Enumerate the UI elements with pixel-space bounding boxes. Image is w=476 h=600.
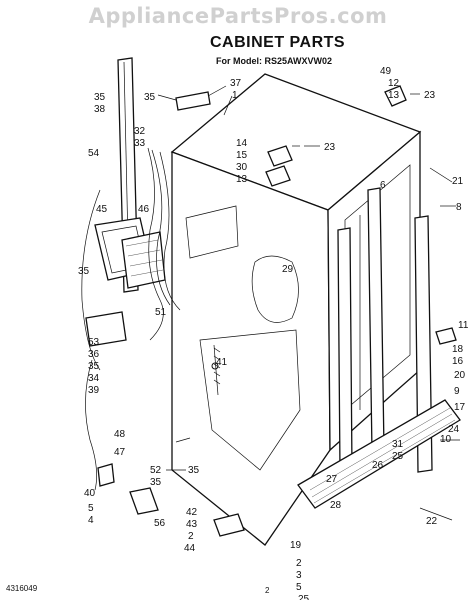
label-23: 23: [424, 90, 436, 101]
wiring-harness: [81, 147, 181, 491]
label-8: 8: [456, 202, 462, 213]
label-1: 1: [232, 90, 238, 101]
label-13: 13: [236, 174, 248, 185]
label-46: 46: [138, 204, 150, 215]
label-9: 9: [454, 386, 460, 397]
label-40: 40: [84, 488, 96, 499]
part-labels: 35 38 35 37 1 32 33 54 45 46 35 51 53 36…: [78, 66, 469, 600]
label-27: 27: [326, 474, 338, 485]
label-35: 35: [78, 266, 90, 277]
label-34: 34: [88, 373, 100, 384]
label-5: 5: [88, 503, 94, 514]
label-33: 33: [134, 138, 146, 149]
dispenser-housing: [85, 217, 166, 347]
hinge-parts: [97, 85, 457, 537]
label-21: 21: [452, 176, 464, 187]
label-16: 16: [452, 356, 464, 367]
label-38: 38: [94, 104, 106, 115]
label-43: 43: [186, 519, 198, 530]
label-42: 42: [186, 507, 198, 518]
label-13: 13: [388, 90, 400, 101]
label-26: 26: [372, 460, 384, 471]
document-number: 4316049: [6, 584, 38, 593]
label-49: 49: [380, 66, 392, 77]
label-41: 41: [216, 357, 228, 368]
label-22: 22: [426, 516, 438, 527]
label-36: 36: [88, 349, 100, 360]
label-51: 51: [155, 307, 167, 318]
label-52: 52: [150, 465, 162, 476]
label-11: 11: [458, 320, 469, 331]
label-28: 28: [330, 500, 342, 511]
label-48: 48: [114, 429, 126, 440]
label-25: 25: [298, 594, 310, 600]
label-2: 2: [296, 558, 302, 569]
label-56: 56: [154, 518, 166, 529]
label-15: 15: [236, 150, 248, 161]
label-31: 31: [392, 439, 404, 450]
diagram-title: CABINET PARTS: [210, 34, 346, 51]
label-10: 10: [440, 434, 452, 445]
label-35: 35: [144, 92, 156, 103]
label-39: 39: [88, 385, 100, 396]
label-4: 4: [88, 515, 94, 526]
label-20: 20: [454, 370, 466, 381]
label-6: 6: [380, 180, 386, 191]
label-54: 54: [88, 148, 100, 159]
label-35: 35: [150, 477, 162, 488]
label-3: 3: [296, 570, 302, 581]
label-5: 5: [296, 582, 302, 593]
watermark-text: AppliancePartsPros.com: [88, 4, 388, 28]
label-35: 35: [94, 92, 106, 103]
cabinet-body: [170, 73, 422, 546]
label-37: 37: [230, 78, 242, 89]
label-14: 14: [236, 138, 248, 149]
model-line: For Model: RS25AWXVW02: [216, 56, 333, 66]
label-35: 35: [88, 361, 100, 372]
label-25: 25: [392, 451, 404, 462]
page-number: 2: [265, 586, 270, 595]
label-53: 53: [88, 337, 100, 348]
label-17: 17: [454, 402, 466, 413]
label-35: 35: [188, 465, 200, 476]
label-12: 12: [388, 78, 400, 89]
label-2: 2: [188, 531, 194, 542]
label-23: 23: [324, 142, 336, 153]
leader-lines: [157, 85, 460, 521]
label-30: 30: [236, 162, 248, 173]
label-44: 44: [184, 543, 196, 554]
label-29: 29: [282, 264, 294, 275]
label-18: 18: [452, 344, 464, 355]
label-32: 32: [134, 126, 146, 137]
label-45: 45: [96, 204, 108, 215]
label-24: 24: [448, 424, 460, 435]
label-19: 19: [290, 540, 302, 551]
toe-grille: [297, 399, 461, 509]
label-47: 47: [114, 447, 126, 458]
